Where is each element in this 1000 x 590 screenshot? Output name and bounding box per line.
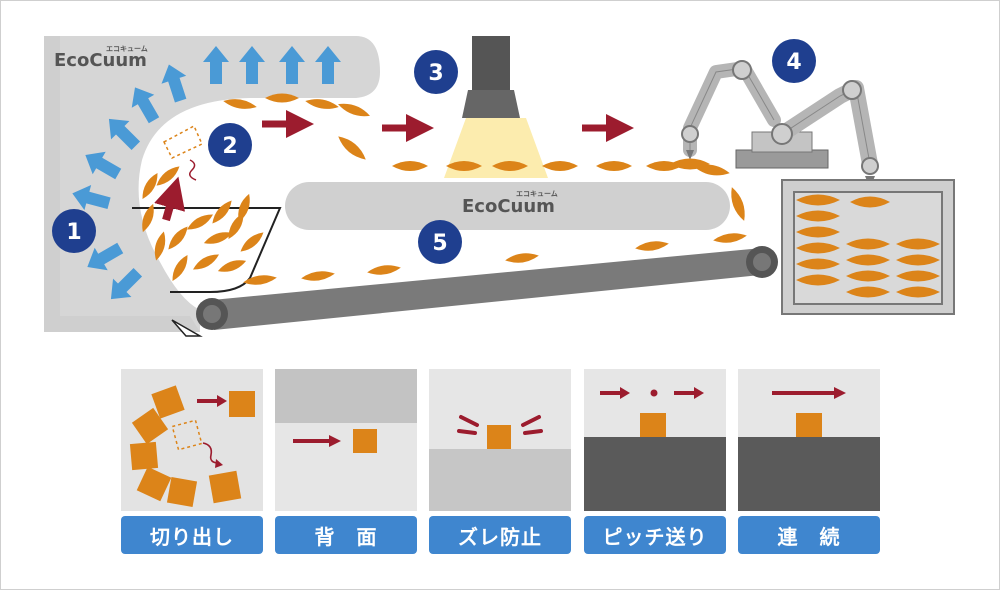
svg-text:2: 2 xyxy=(222,134,237,159)
lower-belt xyxy=(196,246,778,330)
product-piece xyxy=(203,232,233,244)
product-piece xyxy=(217,260,247,272)
product-piece xyxy=(238,193,250,223)
product-piece xyxy=(492,161,528,171)
product-piece xyxy=(846,270,890,282)
panel-back-suction xyxy=(275,369,417,511)
product-piece xyxy=(596,161,632,171)
product-piece xyxy=(338,103,370,117)
product-piece xyxy=(505,253,539,263)
label-back-suction: 背 面 xyxy=(275,516,417,554)
conveyed-products xyxy=(142,93,890,285)
product-piece xyxy=(896,254,940,266)
svg-text:1: 1 xyxy=(66,220,81,245)
product-piece xyxy=(796,226,840,238)
product-piece xyxy=(142,173,158,199)
product-piece xyxy=(240,232,264,252)
step-badge-1: 1 xyxy=(52,209,96,253)
inspection-camera xyxy=(444,36,548,178)
svg-text:5: 5 xyxy=(432,231,447,256)
product-piece xyxy=(172,255,188,281)
svg-text:4: 4 xyxy=(786,50,801,75)
robot-arm-right xyxy=(771,80,879,188)
suction-arrow xyxy=(131,87,160,124)
suction-arrow xyxy=(110,267,143,300)
suction-arrow xyxy=(87,242,124,271)
product-piece xyxy=(896,286,940,298)
product-piece xyxy=(223,99,257,109)
product-piece xyxy=(694,164,730,176)
step-badge-3: 3 xyxy=(414,50,458,94)
svg-text:3: 3 xyxy=(428,61,443,86)
label-pitch-feed: ピッチ送り xyxy=(584,516,726,554)
product-piece xyxy=(796,274,840,286)
suction-arrows xyxy=(72,46,341,300)
suction-arrow xyxy=(85,151,122,180)
product-piece xyxy=(265,93,299,103)
product-piece xyxy=(846,238,890,250)
product-piece xyxy=(168,226,188,250)
product-piece xyxy=(156,166,180,186)
product-piece xyxy=(796,242,840,254)
product-piece xyxy=(896,238,940,250)
suction-arrow xyxy=(203,46,229,84)
product-piece xyxy=(796,258,840,270)
product-piece xyxy=(796,194,840,206)
robot-arm-left xyxy=(681,60,781,160)
logo-kana: エコキューム xyxy=(106,45,148,53)
product-piece xyxy=(670,158,710,170)
vacuum-conveyor: EcoCuum エコキューム xyxy=(285,182,730,230)
step-badge-5: 5 xyxy=(418,220,462,264)
suction-arrow xyxy=(279,46,305,84)
process-diagram: EcoCuum エコキューム EcoCuum エコキューム xyxy=(44,36,955,337)
label-cutout: 切り出し xyxy=(121,516,263,554)
step-badge-4: 4 xyxy=(772,39,816,83)
product-piece xyxy=(850,196,890,208)
product-piece xyxy=(446,161,482,171)
product-piece xyxy=(193,254,219,270)
product-piece xyxy=(731,187,745,221)
panel-anti-slip xyxy=(429,369,571,511)
product-piece xyxy=(635,241,669,251)
product-piece xyxy=(542,161,578,171)
product-piece xyxy=(301,271,335,281)
product-piece xyxy=(154,231,166,261)
logo-text-conveyor: EcoCuum xyxy=(462,196,555,217)
product-piece xyxy=(896,270,940,282)
logo-text: EcoCuum xyxy=(54,50,147,71)
product-piece xyxy=(338,136,366,160)
product-piece xyxy=(846,286,890,298)
product-piece xyxy=(305,99,339,109)
vacuum-drum xyxy=(44,36,380,332)
label-continuous: 連 続 xyxy=(738,516,880,554)
logo-kana-conveyor: エコキューム xyxy=(516,190,558,198)
suction-arrow xyxy=(161,64,187,103)
packed-products xyxy=(796,194,940,298)
panel-cutout xyxy=(121,369,263,511)
label-anti-slip: ズレ防止 xyxy=(429,516,571,554)
product-piece xyxy=(713,233,747,243)
step-badge-2: 2 xyxy=(208,123,252,167)
panel-pitch-feed xyxy=(584,369,726,511)
suction-arrow xyxy=(72,184,111,211)
product-piece xyxy=(796,210,840,222)
product-piece xyxy=(846,254,890,266)
product-piece xyxy=(243,275,277,285)
product-piece xyxy=(212,200,232,224)
product-piece xyxy=(392,161,428,171)
ecocuum-logo-top: EcoCuum エコキューム xyxy=(54,45,148,71)
product-piece xyxy=(367,265,401,275)
suction-arrow xyxy=(108,118,141,151)
pickup-outline xyxy=(163,124,203,181)
product-piece xyxy=(187,214,213,230)
product-piece xyxy=(142,203,154,233)
suction-arrow xyxy=(315,46,341,84)
flow-arrows xyxy=(154,110,634,222)
panel-continuous xyxy=(738,369,880,511)
suction-arrow xyxy=(239,46,265,84)
